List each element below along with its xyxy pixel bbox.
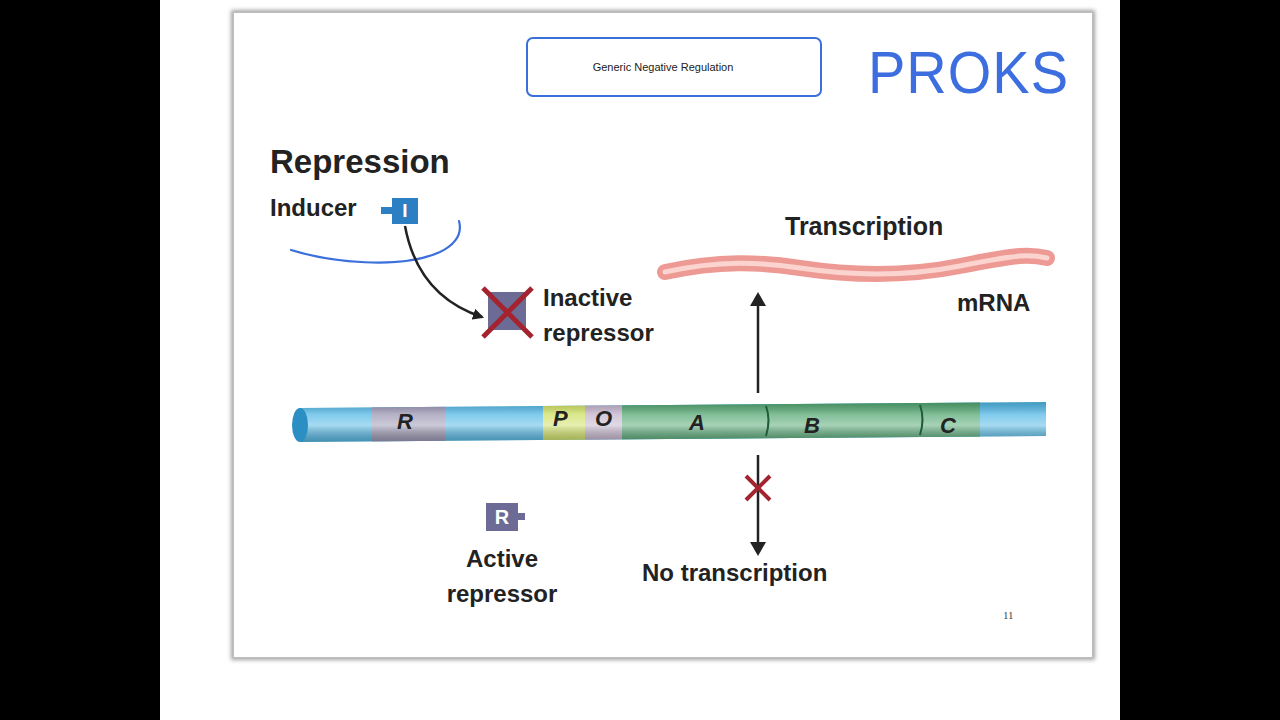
gene-region: A: [689, 410, 705, 436]
gene-region: B: [804, 413, 820, 439]
arrowhead: [750, 542, 766, 556]
repressor-tab: [517, 513, 525, 520]
hand-underline: [291, 221, 460, 263]
block-x: [746, 476, 770, 500]
part-label: mRNA: [957, 289, 1030, 317]
dna-tube: [290, 395, 1050, 450]
page-number: 11: [1003, 609, 1014, 621]
node-text: Active repressor: [430, 541, 574, 611]
gene-region: O: [595, 406, 612, 432]
mrna-strand: [665, 256, 1047, 274]
arrow-down: [757, 455, 760, 543]
process-label: Transcription: [785, 212, 943, 241]
part-label: Inducer: [270, 194, 357, 222]
node-text: I: [392, 198, 418, 224]
curved-arrow: [405, 226, 482, 317]
slide-heading: Repression: [270, 143, 450, 181]
repressor-box: RActive repressor: [486, 503, 518, 531]
dna-end: [292, 408, 308, 442]
node-text: Generic Negative Regulation: [528, 39, 798, 95]
node-text: R: [486, 503, 518, 531]
node-text: Inactive repressor: [543, 280, 693, 350]
handwritten-note: PROKS: [868, 38, 1069, 106]
inducer-box: I: [392, 198, 418, 224]
title-box: Generic Negative Regulation: [526, 37, 822, 97]
repressor-box: Inactive repressor: [488, 292, 526, 330]
gene-region: C: [940, 413, 956, 439]
process-label: No transcription: [642, 559, 827, 587]
arrow-up: [757, 305, 760, 393]
gene-region: P: [553, 406, 568, 432]
cross-out-x: [483, 288, 532, 337]
gene-region: R: [397, 409, 413, 435]
arrowhead: [750, 292, 766, 306]
